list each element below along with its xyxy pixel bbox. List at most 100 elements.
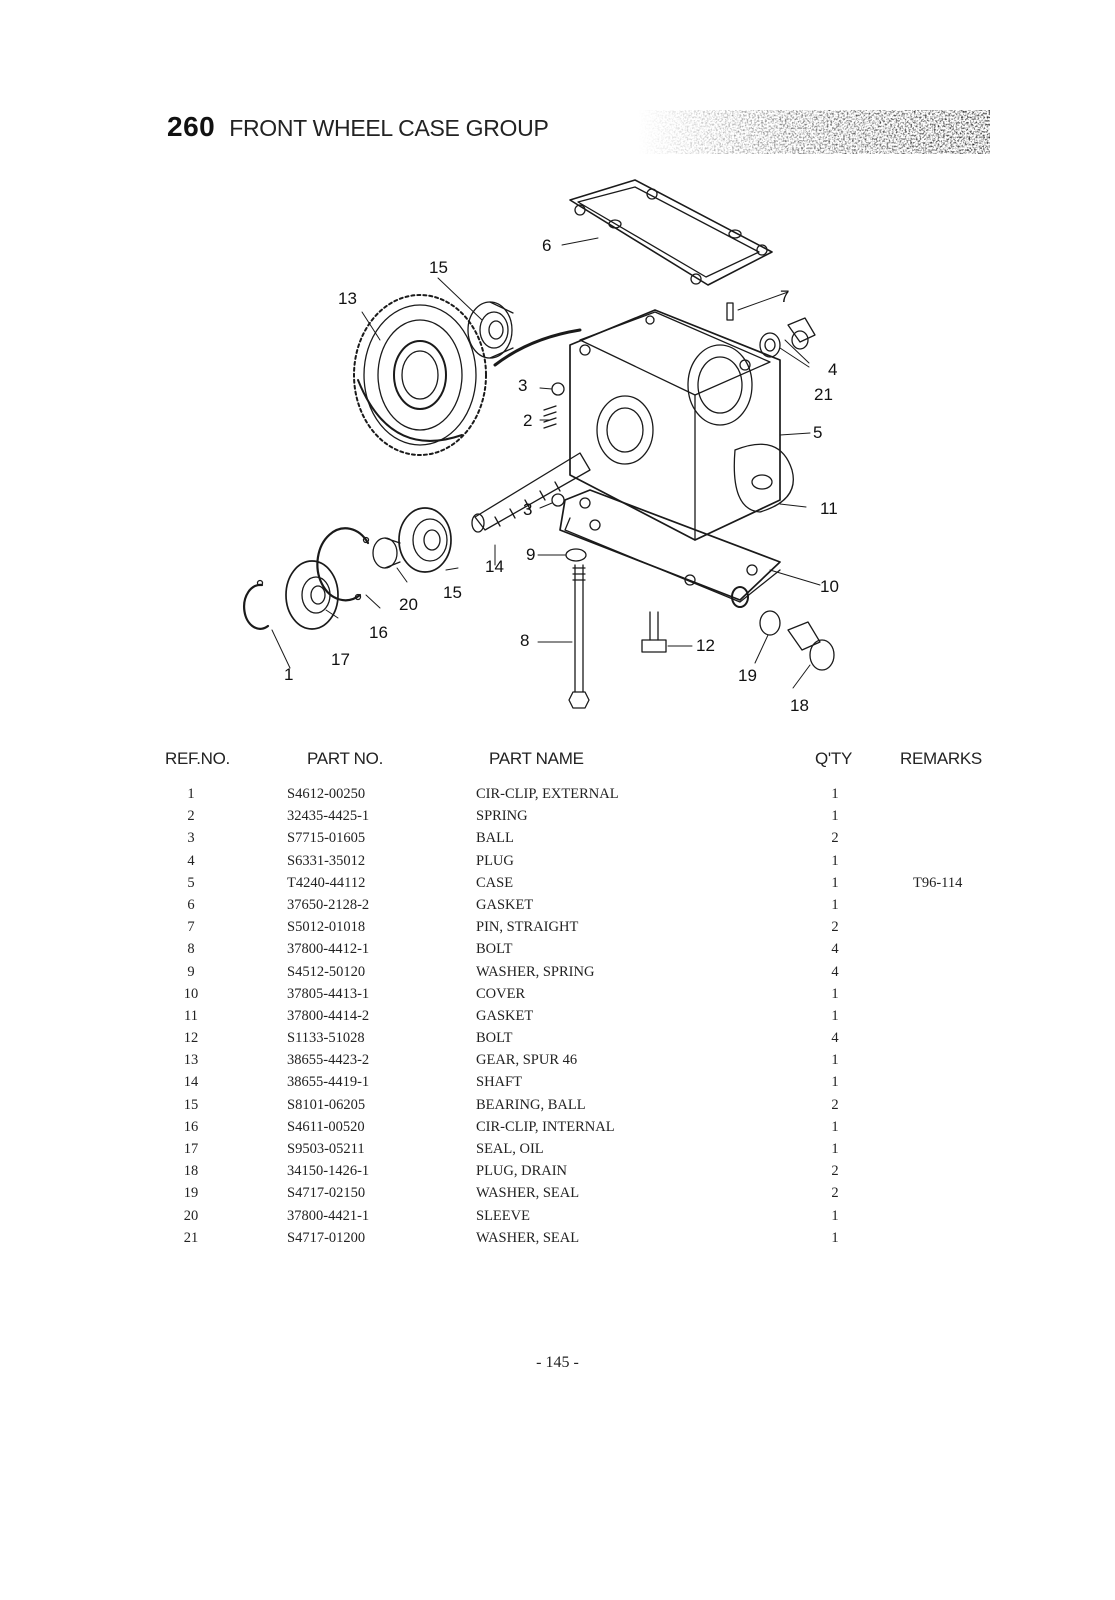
washer-seal-drawing	[759, 610, 781, 636]
part-name-cell: BEARING, BALL	[476, 1096, 586, 1113]
callout-label: 10	[820, 577, 839, 596]
ball-spring-drawing	[543, 382, 565, 507]
part-no-cell: 37800-4412-1	[287, 941, 370, 958]
ref-no-cell: 5	[187, 874, 195, 891]
callout-label: 1	[284, 665, 293, 684]
bolt-long-drawing	[568, 564, 590, 709]
callout-label: 18	[790, 696, 809, 715]
callout-label: 4	[828, 360, 837, 379]
page-number: - 145 -	[536, 1354, 579, 1371]
washer-seal-top-drawing	[759, 332, 781, 358]
part-name-cell: PLUG, DRAIN	[476, 1163, 568, 1180]
qty-cell: 1	[831, 874, 839, 891]
table-row: 5 T4240-44112 CASE 1 T96-114	[0, 875, 1115, 897]
callout-label: 19	[738, 666, 757, 685]
part-name-cell: GEAR, SPUR 46	[476, 1052, 578, 1069]
part-name-cell: BOLT	[476, 941, 513, 958]
ref-no-cell: 2	[187, 808, 195, 825]
callout-label: 5	[813, 423, 822, 442]
part-no-header: PART NO.	[307, 749, 384, 768]
group-number: 260	[167, 111, 216, 142]
washer-spring-drawing	[565, 548, 587, 562]
callout-label: 8	[520, 631, 529, 650]
qty-cell: 1	[831, 896, 839, 913]
part-name-cell: WASHER, SEAL	[476, 1229, 580, 1246]
case-drawing	[569, 309, 794, 541]
part-no-cell: 32435-4425-1	[287, 808, 370, 825]
straight-pin-drawing	[726, 302, 734, 321]
callout-label: 2	[523, 411, 532, 430]
part-no-cell: S4512-50120	[287, 963, 366, 980]
part-no-cell: S4612-00250	[287, 786, 366, 802]
ref-no-cell: 8	[187, 941, 195, 958]
part-no-cell: S4717-02150	[287, 1185, 366, 1202]
callout-label: 9	[526, 545, 535, 564]
bearing-top-drawing	[467, 301, 514, 359]
ref-no-cell: 14	[183, 1074, 199, 1091]
part-name-cell: CIR-CLIP, EXTERNAL	[476, 786, 619, 802]
callout-label: 3	[518, 376, 527, 395]
qty-cell: 1	[831, 1007, 839, 1024]
qty-cell: 1	[831, 852, 839, 869]
part-name-cell: SLEEVE	[476, 1207, 530, 1224]
qty-cell: 1	[831, 1207, 839, 1224]
callout-label: 7	[780, 287, 789, 306]
part-name-cell: GASKET	[476, 896, 534, 913]
qty-cell: 1	[831, 786, 839, 802]
qty-cell: 2	[831, 1096, 839, 1113]
qty-cell: 4	[831, 941, 839, 958]
part-name-cell: BALL	[476, 830, 514, 847]
ref-no-cell: 3	[187, 830, 195, 847]
ref-no-cell: 16	[183, 1118, 199, 1135]
qty-cell: 1	[831, 1074, 839, 1091]
part-no-cell: S8101-06205	[287, 1096, 366, 1113]
ref-no-cell: 12	[183, 1030, 199, 1047]
ref-no-cell: 4	[187, 852, 195, 869]
ref-no-header: REF.NO.	[165, 749, 230, 768]
gear-drawing	[353, 294, 487, 456]
qty-cell: 1	[831, 985, 839, 1002]
part-no-cell: 34150-1426-1	[287, 1163, 370, 1180]
ref-no-cell: 17	[183, 1141, 199, 1157]
shaft-drawing	[471, 452, 591, 533]
part-name-cell: SHAFT	[476, 1074, 522, 1091]
callout-label: 11	[820, 499, 838, 518]
callout-label: 15	[429, 258, 448, 277]
drain-plug-drawing	[787, 621, 835, 671]
circlip-external-drawing	[243, 579, 270, 630]
callout-label: 13	[338, 289, 357, 308]
scan-noise-decoration	[638, 106, 990, 156]
callout-label: 6	[542, 236, 551, 255]
ref-no-cell: 10	[183, 985, 199, 1002]
part-no-cell: 37800-4414-2	[287, 1007, 370, 1024]
table-row: 6 37650-2128-2 GASKET 1	[0, 897, 1115, 919]
remarks-cell: T96-114	[913, 874, 963, 891]
part-name-cell: CIR-CLIP, INTERNAL	[476, 1118, 615, 1135]
part-name-cell: BOLT	[476, 1030, 513, 1047]
part-no-cell: T4240-44112	[287, 874, 366, 891]
callout-label: 12	[696, 636, 715, 655]
callout-label: 17	[331, 650, 350, 669]
sleeve-drawing	[372, 537, 401, 569]
part-no-cell: 37800-4421-1	[287, 1207, 370, 1224]
alignment-line	[493, 328, 582, 367]
part-no-cell: 37650-2128-2	[287, 896, 370, 913]
part-name-cell: SPRING	[476, 808, 528, 825]
part-name-cell: CASE	[476, 874, 514, 891]
ref-no-cell: 21	[183, 1229, 199, 1246]
ref-no-cell: 6	[187, 896, 195, 913]
qty-cell: 1	[831, 1229, 839, 1246]
